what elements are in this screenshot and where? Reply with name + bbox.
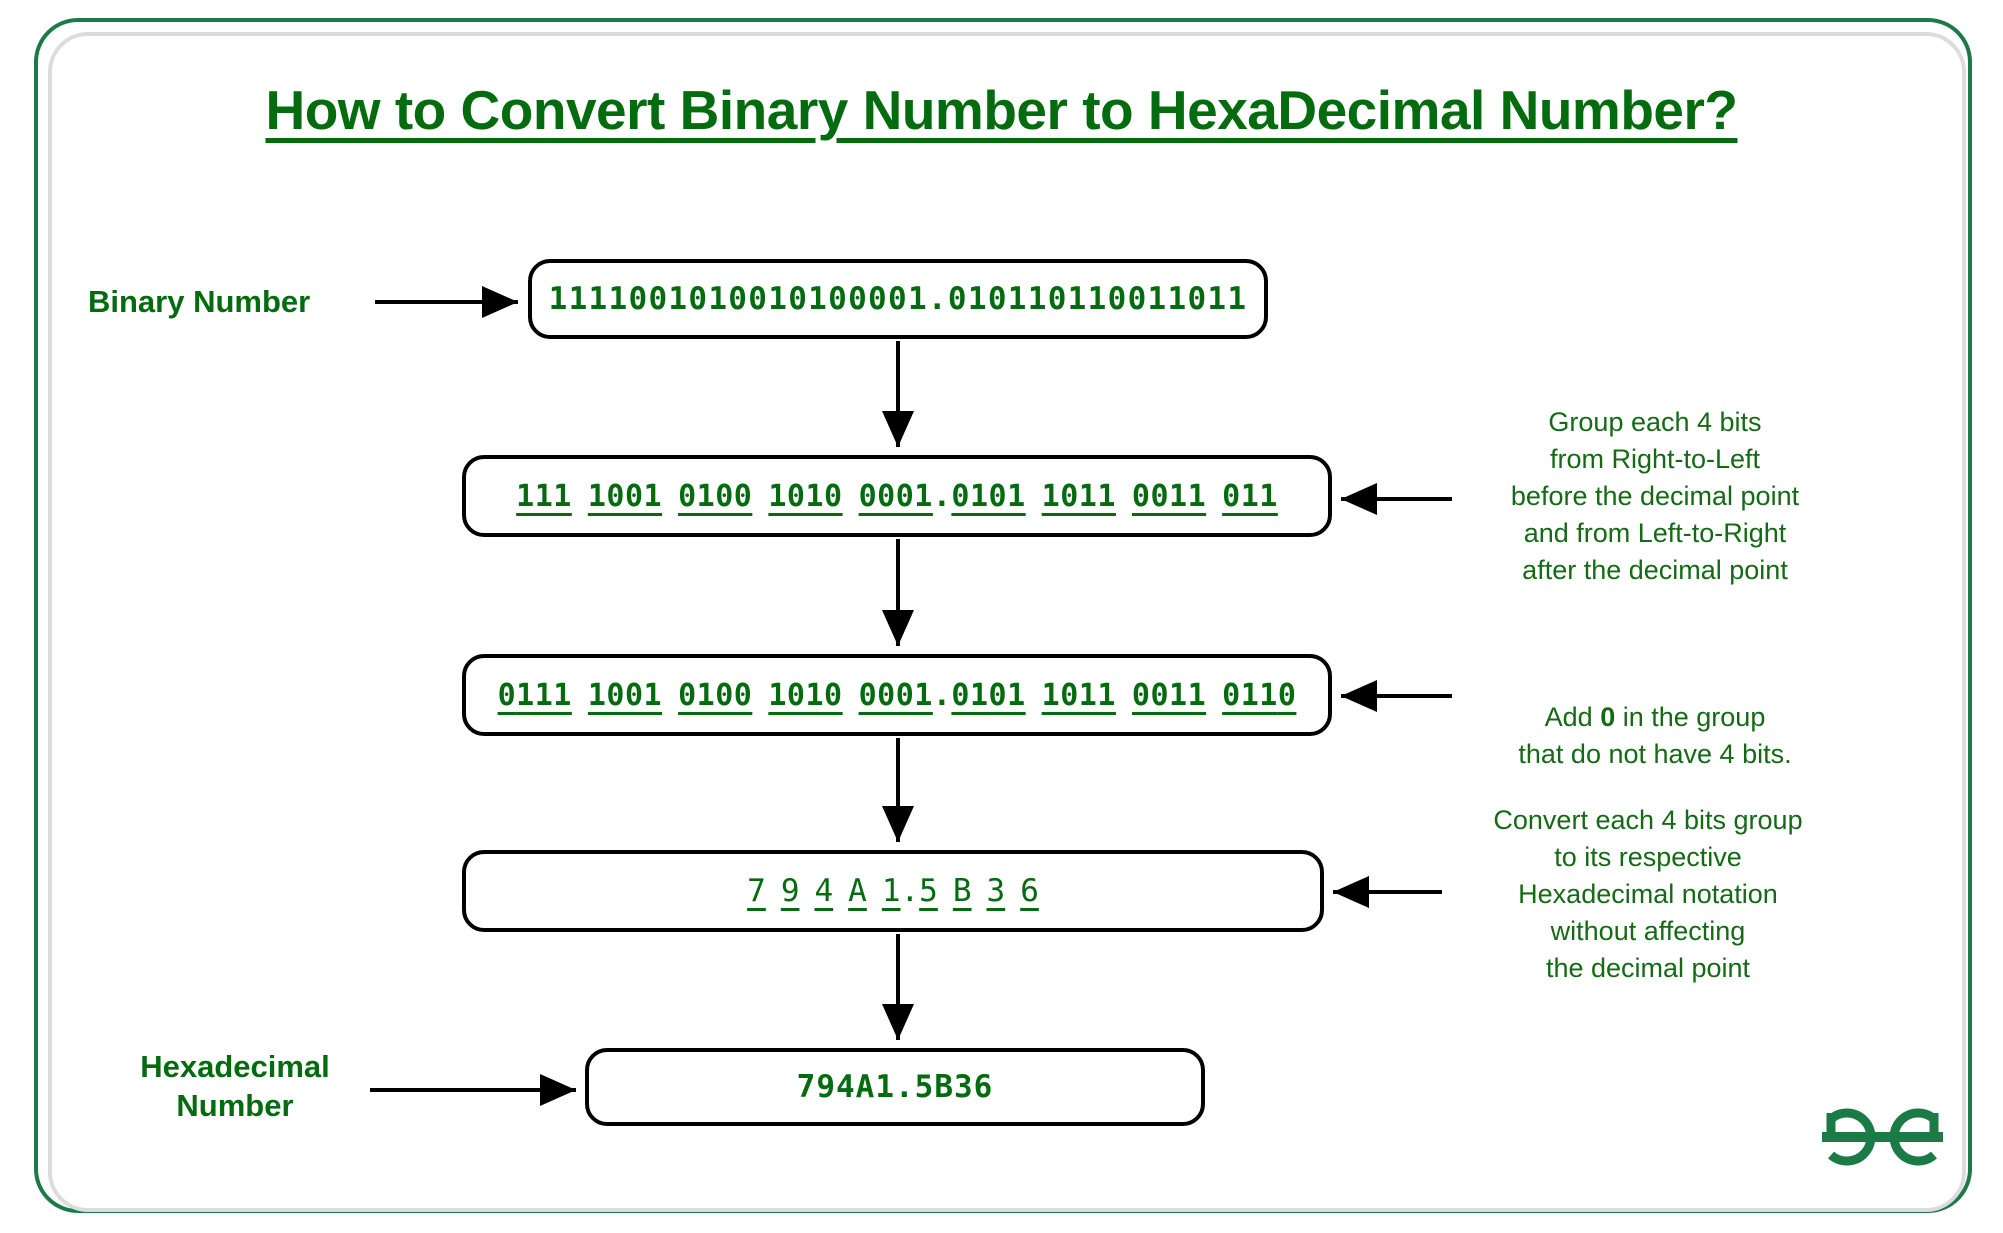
padded-zero: 0	[497, 677, 517, 713]
bit-group: 111	[516, 478, 572, 514]
hex-digit: 5	[919, 873, 938, 909]
box-binary-number: 1111001010010100001.010110110011011	[528, 259, 1268, 339]
annotation-padding: Add 0 in the group that do not have 4 bi…	[1455, 662, 1855, 773]
binary-number-value: 1111001010010100001.010110110011011	[548, 281, 1248, 317]
bit-group: 0111	[497, 677, 572, 713]
bit-group: 0101	[951, 478, 1026, 514]
hex-digit: B	[952, 873, 972, 909]
geeksforgeeks-logo	[1822, 1108, 1943, 1166]
bit-group: 1001	[587, 478, 663, 514]
bit-group: 1010	[768, 478, 843, 514]
bit-group: 1011	[1041, 677, 1116, 713]
grouped-bits-value: 111 1001 0100 1010 0001.0101 1011 0011 011	[516, 479, 1278, 514]
page-title: How to Convert Binary Number to HexaDeci…	[265, 79, 1738, 141]
bit-group: 0001	[858, 478, 933, 514]
hex-digit: 4	[814, 873, 834, 909]
hex-digit: A	[848, 873, 867, 909]
label-hexadecimal-number: Hexadecimal Number	[140, 1049, 330, 1123]
bit-group: 011	[1222, 478, 1278, 514]
annotation-padding-prefix: Add	[1544, 701, 1601, 732]
box-padded-bits: 0111 1001 0100 1010 0001.0101 1011 0011 0110	[462, 654, 1332, 736]
bit-group: 0001	[858, 677, 933, 713]
label-binary-number: Binary Number	[88, 284, 311, 319]
box-grouped-bits: 111 1001 0100 1010 0001.0101 1011 0011 011	[462, 455, 1332, 537]
padded-bits-value: 0111 1001 0100 1010 0001.0101 1011 0011 0110	[498, 678, 1297, 713]
hex-digit: 3	[986, 873, 1006, 909]
bit-group: 0100	[678, 677, 753, 713]
bit-group: 1001	[587, 677, 663, 713]
decimal-point: .	[932, 677, 952, 713]
padded-zero: 0	[1277, 677, 1297, 713]
bit-group: 0100	[678, 478, 753, 514]
hex-digit: 7	[747, 873, 766, 909]
bit-group: 1011	[1041, 478, 1116, 514]
hex-digit: 9	[780, 873, 800, 909]
bit-group: 0011	[1131, 478, 1207, 514]
hex-digit: 1	[881, 873, 901, 909]
bit-group: 0110	[1222, 677, 1297, 713]
annotation-grouping: Group each 4 bits from Right-to-Left bef…	[1510, 407, 1800, 585]
annotation-padding-suffix: in the group that do not have 4 bits.	[1518, 701, 1792, 769]
hex-digit: 6	[1020, 873, 1039, 909]
bit-group: 1010	[768, 677, 843, 713]
bit-group: 0011	[1131, 677, 1207, 713]
decimal-point: .	[932, 478, 952, 514]
annotation-conversion: Convert each 4 bits group to its respect…	[1493, 805, 1803, 983]
decimal-point: .	[900, 873, 920, 909]
box-hexadecimal-result: 794A1.5B36	[585, 1048, 1205, 1126]
hexadecimal-result-value: 794A1.5B36	[796, 1069, 994, 1105]
annotation-padding-bold: 0	[1600, 701, 1616, 732]
bit-group: 0101	[951, 677, 1026, 713]
